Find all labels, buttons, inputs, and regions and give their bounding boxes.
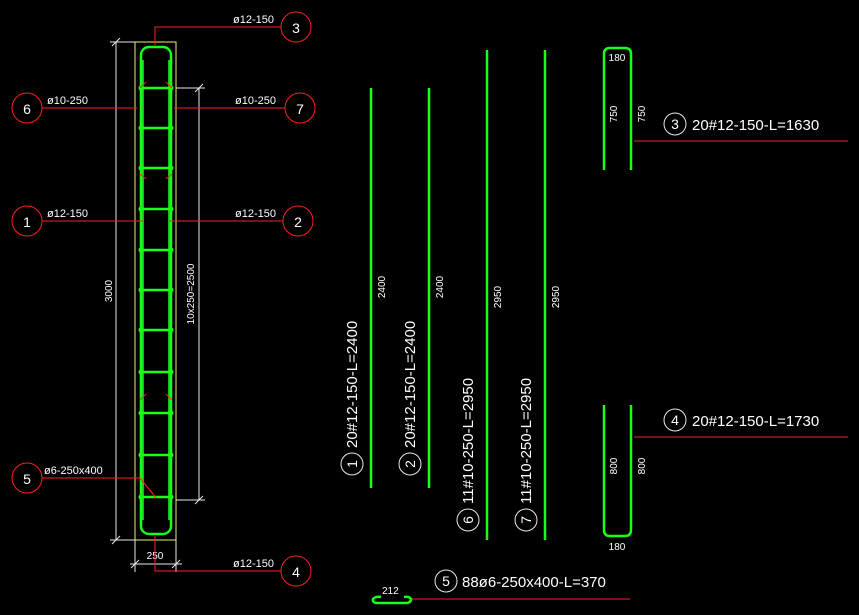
tie-bar-end xyxy=(138,369,144,375)
tie-bar-end xyxy=(138,247,144,253)
svg-text:11#10-250-L=2950: 11#10-250-L=2950 xyxy=(460,378,477,504)
svg-text:750: 750 xyxy=(637,105,648,122)
svg-text:ø10-250: ø10-250 xyxy=(235,95,276,107)
tie-bar-end xyxy=(138,494,144,500)
tie-bar-end xyxy=(168,494,174,500)
hook-marks xyxy=(139,81,173,499)
svg-text:20#12-150-L=1630: 20#12-150-L=1630 xyxy=(692,117,819,134)
svg-text:ø12-150: ø12-150 xyxy=(47,208,88,220)
svg-text:6: 6 xyxy=(460,516,476,524)
tie-bar-end xyxy=(168,369,174,375)
tie-bar-end xyxy=(168,206,174,212)
svg-text:4: 4 xyxy=(671,412,679,428)
svg-text:2: 2 xyxy=(294,214,302,230)
svg-text:7: 7 xyxy=(518,516,534,524)
wall-section: 3000 10x250=2500 250 xyxy=(104,37,205,572)
bar-2: 2400 2 20#12-150-L=2400 xyxy=(398,88,446,488)
tie-bar-end xyxy=(168,165,174,171)
svg-text:88ø6-250x400-L=370: 88ø6-250x400-L=370 xyxy=(462,574,606,591)
tie-bar-end xyxy=(138,85,144,91)
svg-text:ø12-150: ø12-150 xyxy=(233,14,274,26)
svg-text:4: 4 xyxy=(292,564,300,580)
callout-6: 6 ø10-250 xyxy=(11,92,137,124)
svg-text:20#12-150-L=1730: 20#12-150-L=1730 xyxy=(692,413,819,430)
height-dimension: 3000 xyxy=(104,37,135,545)
spacing-dimension: 10x250=2500 xyxy=(176,83,205,505)
tie-bar-end xyxy=(138,410,144,416)
svg-text:180: 180 xyxy=(609,53,626,64)
svg-text:750: 750 xyxy=(609,105,620,122)
svg-text:2: 2 xyxy=(402,460,418,468)
callout-2: 2 ø12-150 xyxy=(169,205,314,237)
callout-1: 1 ø12-150 xyxy=(11,205,143,237)
svg-text:20#12-150-L=2400: 20#12-150-L=2400 xyxy=(344,321,361,448)
svg-text:ø12-150: ø12-150 xyxy=(233,558,274,570)
tie-bar-end xyxy=(138,327,144,333)
height-dim-text: 3000 xyxy=(104,279,115,302)
svg-text:3: 3 xyxy=(671,116,679,132)
svg-text:3: 3 xyxy=(292,20,300,36)
tie-bar-end xyxy=(168,125,174,131)
callout-4: 4 ø12-150 xyxy=(154,536,312,587)
hooked-bar-3: 180 750 750 3 20#12-150-L=1630 xyxy=(602,46,848,170)
callout-5: 5 ø6-250x400 xyxy=(11,462,154,495)
svg-text:800: 800 xyxy=(609,457,620,474)
tie-bar-end xyxy=(168,287,174,293)
svg-text:ø10-250: ø10-250 xyxy=(47,95,88,107)
tie-bars xyxy=(138,85,174,500)
svg-text:7: 7 xyxy=(296,101,304,117)
tie-bar-end xyxy=(168,452,174,458)
bar-1: 2400 1 20#12-150-L=2400 xyxy=(340,88,388,488)
bar-6: 2950 6 11#10-250-L=2950 xyxy=(456,50,504,540)
svg-text:6: 6 xyxy=(23,101,31,117)
tie-bar-end xyxy=(168,327,174,333)
svg-text:5: 5 xyxy=(442,573,450,589)
hooked-bar-4: 180 800 800 4 20#12-150-L=1730 xyxy=(602,405,848,553)
svg-text:2950: 2950 xyxy=(493,285,504,308)
bar-7: 2950 7 11#10-250-L=2950 xyxy=(514,50,562,540)
svg-text:800: 800 xyxy=(637,457,648,474)
callout-7: 7 ø10-250 xyxy=(174,92,316,124)
tie-bar-end xyxy=(138,125,144,131)
svg-text:5: 5 xyxy=(23,471,31,487)
svg-text:11#10-250-L=2950: 11#10-250-L=2950 xyxy=(518,378,535,504)
callout-3: 3 ø12-150 xyxy=(154,11,312,45)
tie-bar-end xyxy=(138,287,144,293)
svg-text:2950: 2950 xyxy=(551,285,562,308)
svg-text:1: 1 xyxy=(23,214,31,230)
tie-bar-end xyxy=(138,452,144,458)
svg-text:180: 180 xyxy=(609,542,626,553)
tie-bar-end xyxy=(138,165,144,171)
svg-text:1: 1 xyxy=(344,460,360,468)
tie-bar-end xyxy=(168,247,174,253)
svg-text:2400: 2400 xyxy=(435,275,446,298)
svg-text:212: 212 xyxy=(382,586,399,597)
width-dimension: 250 xyxy=(130,540,182,572)
svg-text:20#12-150-L=2400: 20#12-150-L=2400 xyxy=(402,321,419,448)
svg-text:ø12-150: ø12-150 xyxy=(235,208,276,220)
spacing-dim-text: 10x250=2500 xyxy=(186,263,197,324)
svg-text:ø6-250x400: ø6-250x400 xyxy=(44,465,103,477)
tie-bar-end xyxy=(138,206,144,212)
tie-bar-end xyxy=(168,85,174,91)
svg-text:2400: 2400 xyxy=(377,275,388,298)
stirrup-5: 212 5 88ø6-250x400-L=370 xyxy=(371,569,630,605)
tie-bar-end xyxy=(168,410,174,416)
